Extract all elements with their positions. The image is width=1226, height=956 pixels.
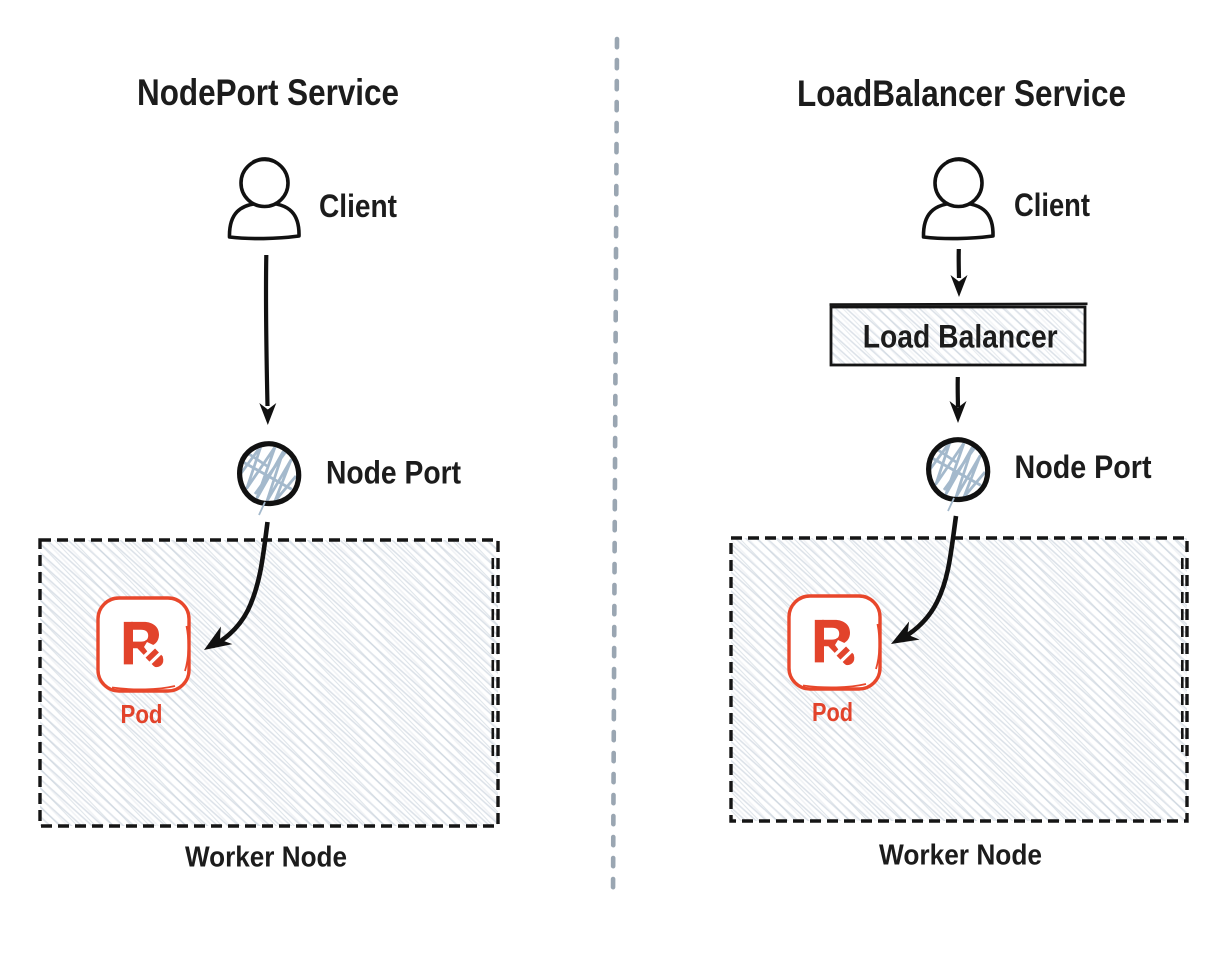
svg-text:Pod: Pod (121, 699, 163, 729)
svg-text:Load Balancer: Load Balancer (863, 319, 1058, 355)
svg-text:LoadBalancer Service: LoadBalancer Service (797, 73, 1126, 114)
svg-text:Client: Client (1014, 187, 1090, 223)
svg-text:NodePort Service: NodePort Service (137, 72, 399, 113)
svg-text:Worker Node: Worker Node (879, 840, 1042, 872)
svg-text:Node Port: Node Port (326, 455, 461, 491)
svg-text:Worker Node: Worker Node (185, 842, 347, 874)
svg-text:Node Port: Node Port (1015, 449, 1152, 485)
svg-text:Pod: Pod (812, 697, 853, 727)
svg-text:Client: Client (319, 188, 397, 224)
